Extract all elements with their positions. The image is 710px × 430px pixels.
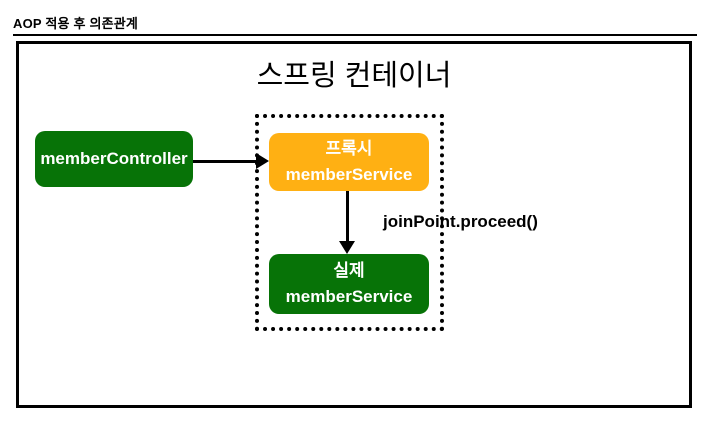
node-real-label-line2: memberService <box>285 287 413 306</box>
node-real-member-service: 실제 memberService <box>269 254 429 314</box>
node-real-label-line1: 실제 <box>333 261 365 280</box>
page-title: AOP 적용 후 의존관계 <box>13 16 139 31</box>
arrow-down-head-icon <box>339 241 355 254</box>
spring-container-title: 스프링 컨테이너 <box>256 60 452 92</box>
node-proxy-member-service: 프록시 memberService <box>269 133 429 191</box>
arrow-proxy-to-real <box>346 191 349 243</box>
node-member-controller: memberController <box>35 131 193 187</box>
arrow-controller-to-proxy <box>193 160 257 163</box>
title-underline <box>13 34 697 36</box>
node-proxy-label-line2: memberService <box>285 165 413 184</box>
node-member-controller-label: memberController <box>40 149 188 168</box>
proxy-group-dotted-box <box>255 114 444 331</box>
arrow-right-head-icon <box>256 153 269 169</box>
joinpoint-proceed-label: joinPoint.proceed() <box>383 212 538 231</box>
spring-container-box <box>16 41 692 408</box>
node-proxy-label-line1: 프록시 <box>325 139 373 158</box>
